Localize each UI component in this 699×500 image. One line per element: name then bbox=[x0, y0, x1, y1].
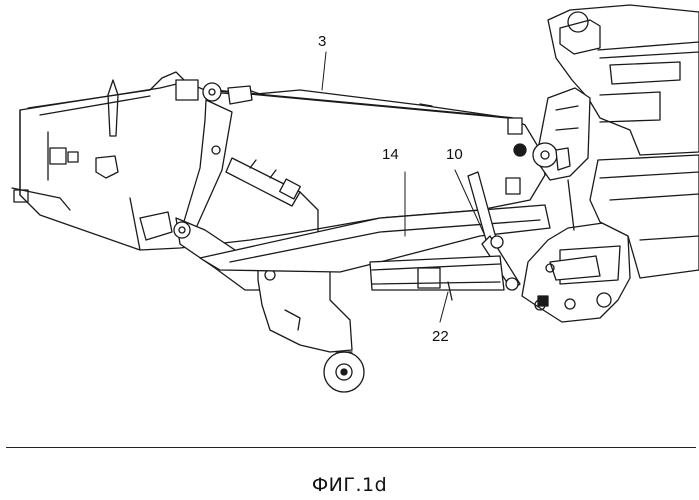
label-cylinder: 22 bbox=[432, 328, 449, 345]
label-link: 10 bbox=[446, 146, 463, 163]
label-arm: 14 bbox=[382, 146, 399, 163]
figure-caption: ФИГ.1d bbox=[0, 474, 699, 496]
label-header-frame: 3 bbox=[318, 33, 326, 50]
drive-housing bbox=[522, 222, 630, 322]
ground-wheel bbox=[324, 352, 364, 392]
caption-divider bbox=[6, 447, 696, 448]
upper-bracket bbox=[176, 80, 252, 104]
hydraulic-cylinder bbox=[370, 256, 504, 300]
